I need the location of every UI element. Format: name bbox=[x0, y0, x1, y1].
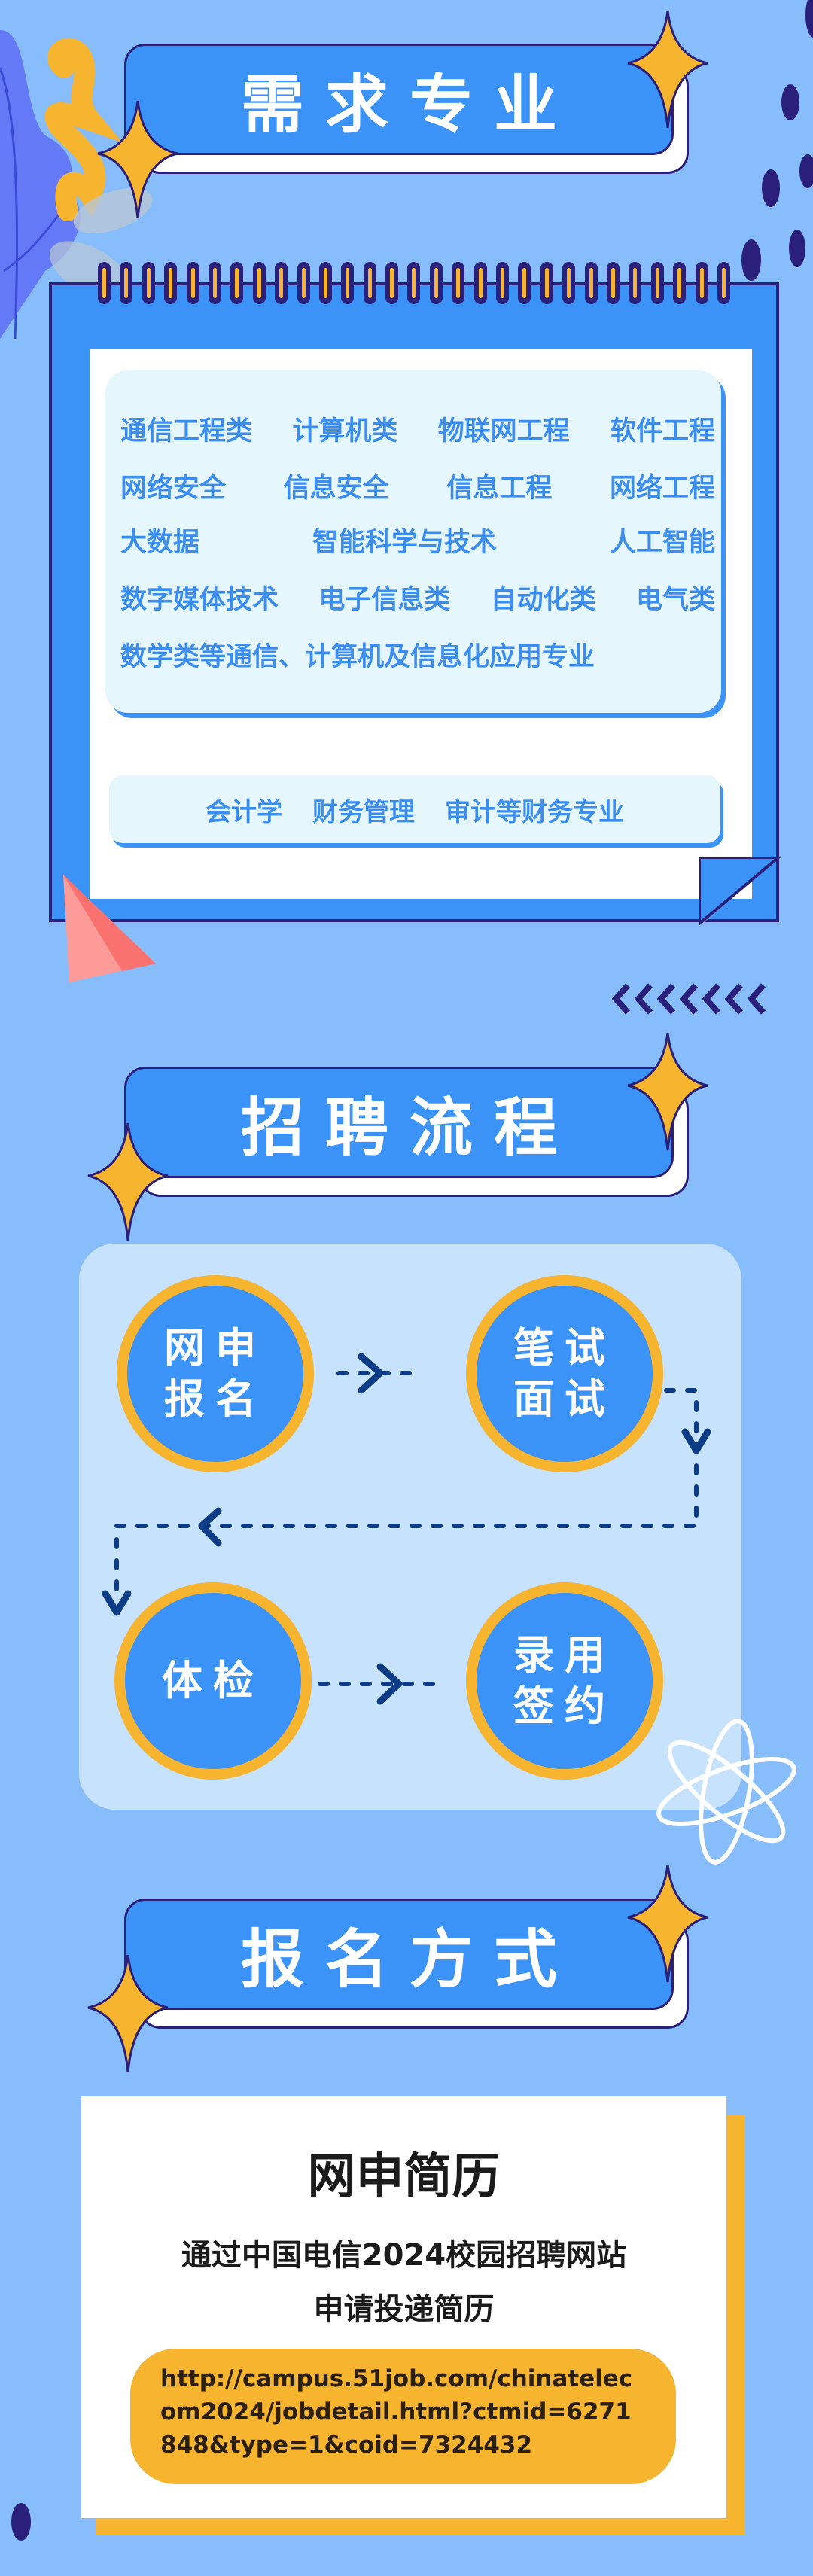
major-item: 自动化类 bbox=[490, 585, 596, 615]
major-item: 通信工程类 bbox=[120, 416, 253, 446]
step-exam-interview: 笔试 面试 bbox=[466, 1275, 663, 1472]
apply-card: 网申简历 通过中国电信2024校园招聘网站 申请投递简历 http://camp… bbox=[81, 2096, 726, 2518]
sparkle-star-icon bbox=[627, 1864, 708, 1983]
major-row: 通信工程类 计算机类 物联网工程 软件工程 bbox=[120, 410, 715, 448]
major-item: 智能科学与技术 bbox=[312, 528, 497, 558]
major-item: 计算机类 bbox=[292, 416, 398, 446]
process-panel: 网申 报名 笔试 面试 体检 录用 签约 bbox=[79, 1244, 741, 1810]
apply-description-2: 申请投递简历 bbox=[313, 2292, 495, 2327]
atom-icon bbox=[656, 1719, 796, 1865]
dot-decoration bbox=[805, 0, 813, 38]
major-row: 网络安全 信息安全 信息工程 网络工程 bbox=[120, 467, 715, 505]
majors-panel: 通信工程类 计算机类 物联网工程 软件工程 网络安全 信息安全 信息工程 网络工… bbox=[105, 370, 721, 713]
dot-decoration bbox=[11, 2503, 31, 2541]
step-offer-sign: 录用 签约 bbox=[466, 1582, 663, 1780]
dot-decoration bbox=[781, 84, 799, 120]
major-item: 大数据 bbox=[120, 528, 200, 558]
folded-corner-icon bbox=[699, 857, 781, 925]
section-title: 报名方式 bbox=[240, 1922, 578, 1996]
apply-description: 通过中国电信2024校园招聘网站 bbox=[181, 2238, 627, 2273]
title-banner: 招聘流程 bbox=[124, 1067, 674, 1178]
title-banner: 需求专业 bbox=[124, 44, 674, 155]
major-item: 数学类等通信、计算机及信息化应用专业 bbox=[120, 642, 595, 672]
paper-plane-icon bbox=[63, 875, 156, 982]
application-url-link[interactable]: http://campus.51job.com/chinatelecom2024… bbox=[130, 2349, 676, 2484]
dot-decoration bbox=[741, 239, 761, 281]
spiral-binding bbox=[98, 262, 730, 304]
major-item: 信息安全 bbox=[283, 473, 389, 504]
sparkle-star-icon bbox=[627, 1032, 708, 1151]
title-banner: 报名方式 bbox=[124, 1899, 674, 2010]
flow-arrows bbox=[102, 1353, 711, 1705]
majors-section-header: 需求专业 bbox=[124, 44, 689, 175]
finance-item: 审计等财务专业 bbox=[445, 796, 624, 827]
step-apply-online: 网申 报名 bbox=[117, 1275, 314, 1472]
finance-majors-panel: 会计学 财务管理 审计等财务专业 bbox=[109, 775, 720, 843]
major-item: 网络工程 bbox=[609, 473, 715, 504]
dot-decoration bbox=[762, 169, 780, 207]
major-item: 网络安全 bbox=[120, 473, 227, 504]
chevrons-left-icon bbox=[611, 983, 766, 1015]
dot-decoration bbox=[799, 154, 813, 188]
sparkle-star-icon bbox=[97, 100, 178, 219]
major-row: 大数据 智能科学与技术 人工智能 bbox=[120, 521, 715, 559]
dot-decoration bbox=[789, 230, 805, 267]
major-item: 软件工程 bbox=[609, 416, 715, 446]
major-item: 电子信息类 bbox=[318, 585, 451, 615]
major-row: 数学类等通信、计算机及信息化应用专业 bbox=[120, 635, 715, 674]
sparkle-star-icon bbox=[87, 1122, 169, 1241]
major-item: 电气类 bbox=[635, 585, 715, 615]
section-title: 需求专业 bbox=[240, 67, 578, 142]
apply-section-header: 报名方式 bbox=[124, 1899, 689, 2030]
sparkle-star-icon bbox=[627, 10, 708, 129]
section-title: 招聘流程 bbox=[240, 1090, 578, 1165]
major-item: 物联网工程 bbox=[437, 416, 570, 446]
major-row: 数字媒体技术 电子信息类 自动化类 电气类 bbox=[120, 578, 715, 617]
sparkle-star-icon bbox=[87, 1954, 169, 2073]
major-item: 人工智能 bbox=[609, 528, 715, 558]
finance-item: 会计学 bbox=[206, 796, 282, 827]
process-section-header: 招聘流程 bbox=[124, 1067, 689, 1198]
major-item: 信息工程 bbox=[446, 473, 553, 504]
step-medical-check: 体检 bbox=[114, 1582, 312, 1780]
major-item: 数字媒体技术 bbox=[120, 585, 279, 615]
card-title: 网申简历 bbox=[307, 2149, 501, 2205]
leaf-decoration-icon bbox=[0, 30, 153, 339]
finance-item: 财务管理 bbox=[312, 796, 415, 827]
